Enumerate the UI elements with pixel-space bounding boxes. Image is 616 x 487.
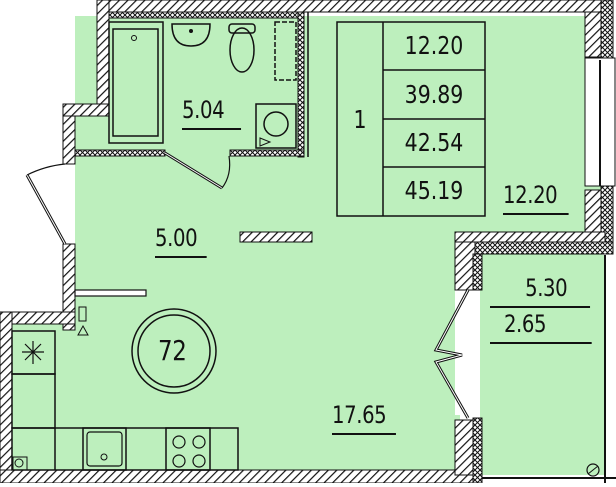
summary-area-with-balcony: 42.54: [404, 128, 464, 157]
summary-total-area: 39.89: [404, 80, 464, 109]
room-area-living-kitchen: 17.65: [332, 403, 396, 435]
room-area-balcony-reduced: 2.65: [490, 312, 592, 344]
room-area-balcony: 5.30: [490, 276, 591, 308]
room-area-hallway: 5.00: [155, 226, 207, 258]
apartment-number: 72: [158, 334, 187, 367]
room-area-bathroom: 5.04: [182, 98, 242, 130]
summary-living-area: 12.20: [404, 31, 464, 60]
summary-rooms-count: 1: [353, 105, 367, 134]
room-area-bedroom: 12.20: [503, 183, 569, 215]
summary-full-area: 45.19: [404, 176, 464, 205]
